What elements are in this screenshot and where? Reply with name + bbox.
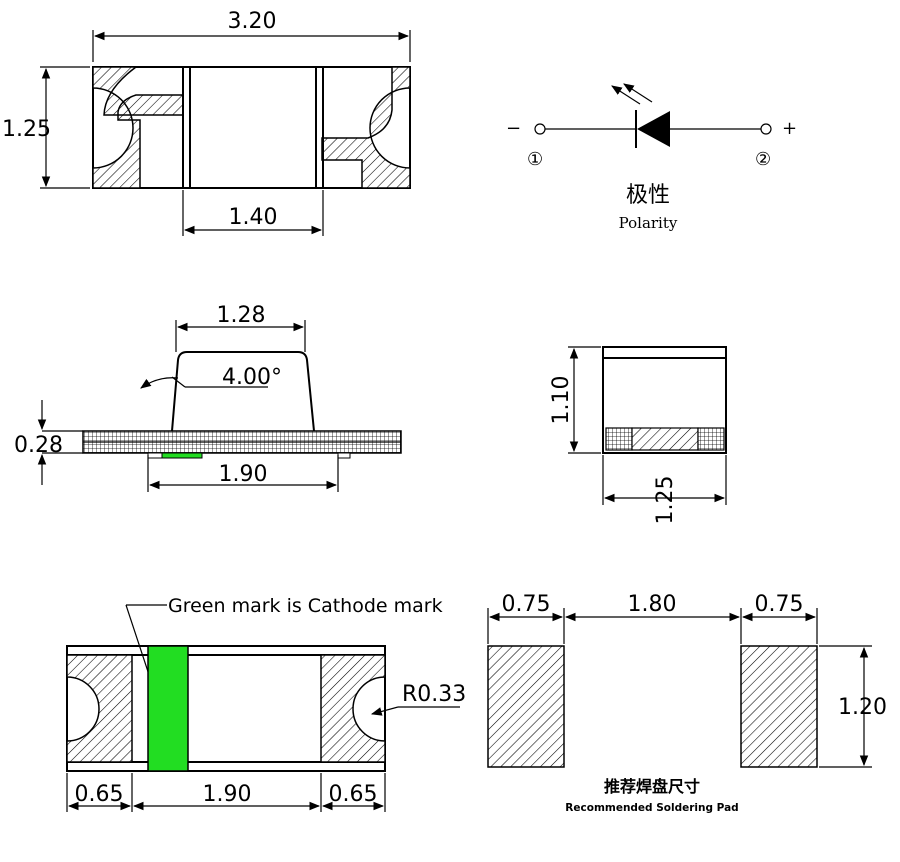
minus-sign: − [506, 118, 521, 139]
pad-height-label: 1.20 [838, 695, 887, 720]
bottom-left-dim: 0.65 [75, 782, 124, 807]
end-right-pad [697, 427, 725, 451]
pin2-terminal [760, 123, 772, 135]
top-width-label: 3.20 [228, 9, 277, 34]
right-electrode [321, 66, 411, 189]
end-center-pad [631, 427, 699, 451]
side-view: 1.28 4.00° 0.28 1.90 [14, 303, 402, 492]
end-width-label: 1.25 [653, 476, 678, 525]
pad-right-width-label: 0.75 [755, 592, 804, 617]
left-electrode [92, 66, 184, 189]
side-bottom-width-label: 1.90 [219, 462, 268, 487]
pad-right [740, 645, 818, 768]
bottom-view: Green mark is Cathode mark R0.33 0.65 1.… [66, 595, 466, 812]
side-green-mark [161, 452, 203, 459]
pad-title-cn: 推荐焊盘尺寸 [604, 777, 700, 796]
side-top-width-label: 1.28 [217, 303, 266, 328]
pin1-terminal [534, 123, 546, 135]
pin1-label: ① [527, 149, 543, 170]
diode-triangle [637, 111, 670, 147]
end-left-pad [605, 427, 633, 451]
top-body [92, 66, 411, 189]
pad-title-en: Recommended Soldering Pad [565, 802, 738, 814]
polarity-symbol: − + ① ② 极性 Polarity [506, 83, 797, 232]
thickness-label: 0.28 [14, 433, 63, 458]
inner-width-label: 1.40 [229, 205, 278, 230]
polarity-title-cn: 极性 [626, 183, 670, 208]
top-height-label: 1.25 [2, 117, 51, 142]
radius-label: R0.33 [402, 682, 466, 707]
angle-label: 4.00° [222, 365, 282, 390]
end-height-label: 1.10 [549, 376, 574, 425]
pin2-label: ② [755, 149, 771, 170]
cathode-callout: Green mark is Cathode mark [168, 595, 443, 617]
pad-left-width-label: 0.75 [502, 592, 551, 617]
bottom-left-pad [66, 654, 133, 763]
bottom-right-pad [320, 654, 386, 763]
bottom-right-dim: 0.65 [329, 782, 378, 807]
bottom-body [66, 645, 386, 772]
bottom-middle-dim: 1.90 [203, 782, 252, 807]
end-body [602, 346, 727, 454]
pad-left [487, 645, 565, 768]
top-view: 3.20 1.25 1.40 [2, 9, 411, 236]
end-view: 1.10 1.25 [549, 346, 727, 525]
soldering-pad-view: 0.75 1.80 0.75 1.20 推荐焊盘尺寸 Recommended S… [487, 592, 887, 814]
green-cathode-mark [147, 645, 189, 772]
lens-dome [171, 351, 315, 432]
pad-gap-label: 1.80 [628, 592, 677, 617]
polarity-title-en: Polarity [619, 214, 678, 232]
plus-sign: + [782, 118, 797, 139]
